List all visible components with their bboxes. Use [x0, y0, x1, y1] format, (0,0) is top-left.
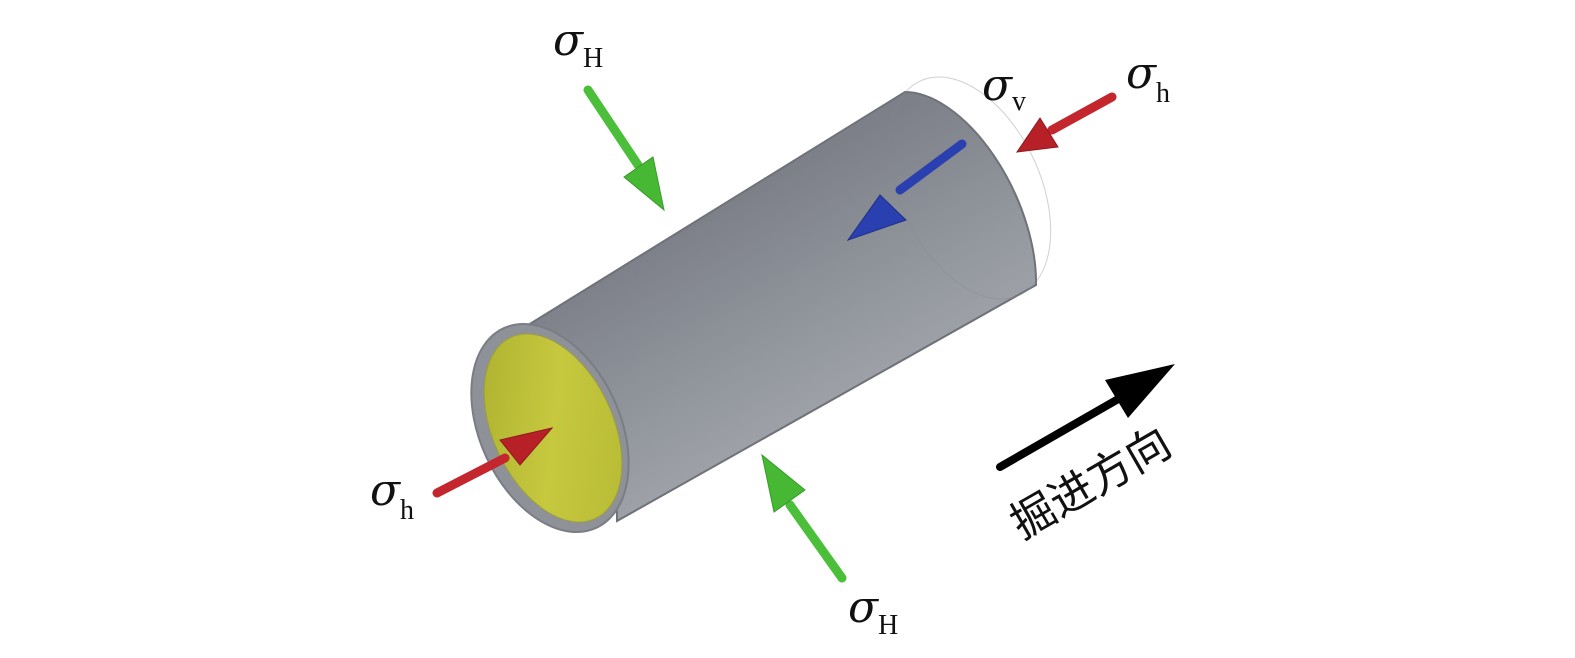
sigma-H-arrow-top: [583, 85, 665, 212]
sigma-h-arrow-right: [1015, 92, 1117, 153]
sigma-v-arrow: [846, 139, 967, 241]
label-sigma-v: σv: [982, 60, 1026, 117]
label-sigma-H-bottom: σH: [848, 582, 898, 641]
label-sigma-h-left: σh: [370, 465, 414, 526]
sigma-h-arrow-left: [432, 427, 554, 498]
tunnel-cylinder: [470, 76, 1052, 533]
tunnel-back-edge: [888, 76, 1052, 300]
label-sigma-h-right: σh: [1126, 48, 1170, 109]
sigma-H-arrow-bottom: [761, 453, 847, 583]
excavation-direction-label: 掘进方向: [1002, 417, 1180, 549]
tunnel-face: [483, 333, 623, 523]
excavation-direction-arrow: [996, 364, 1175, 471]
label-sigma-H-top: σH: [553, 15, 603, 74]
